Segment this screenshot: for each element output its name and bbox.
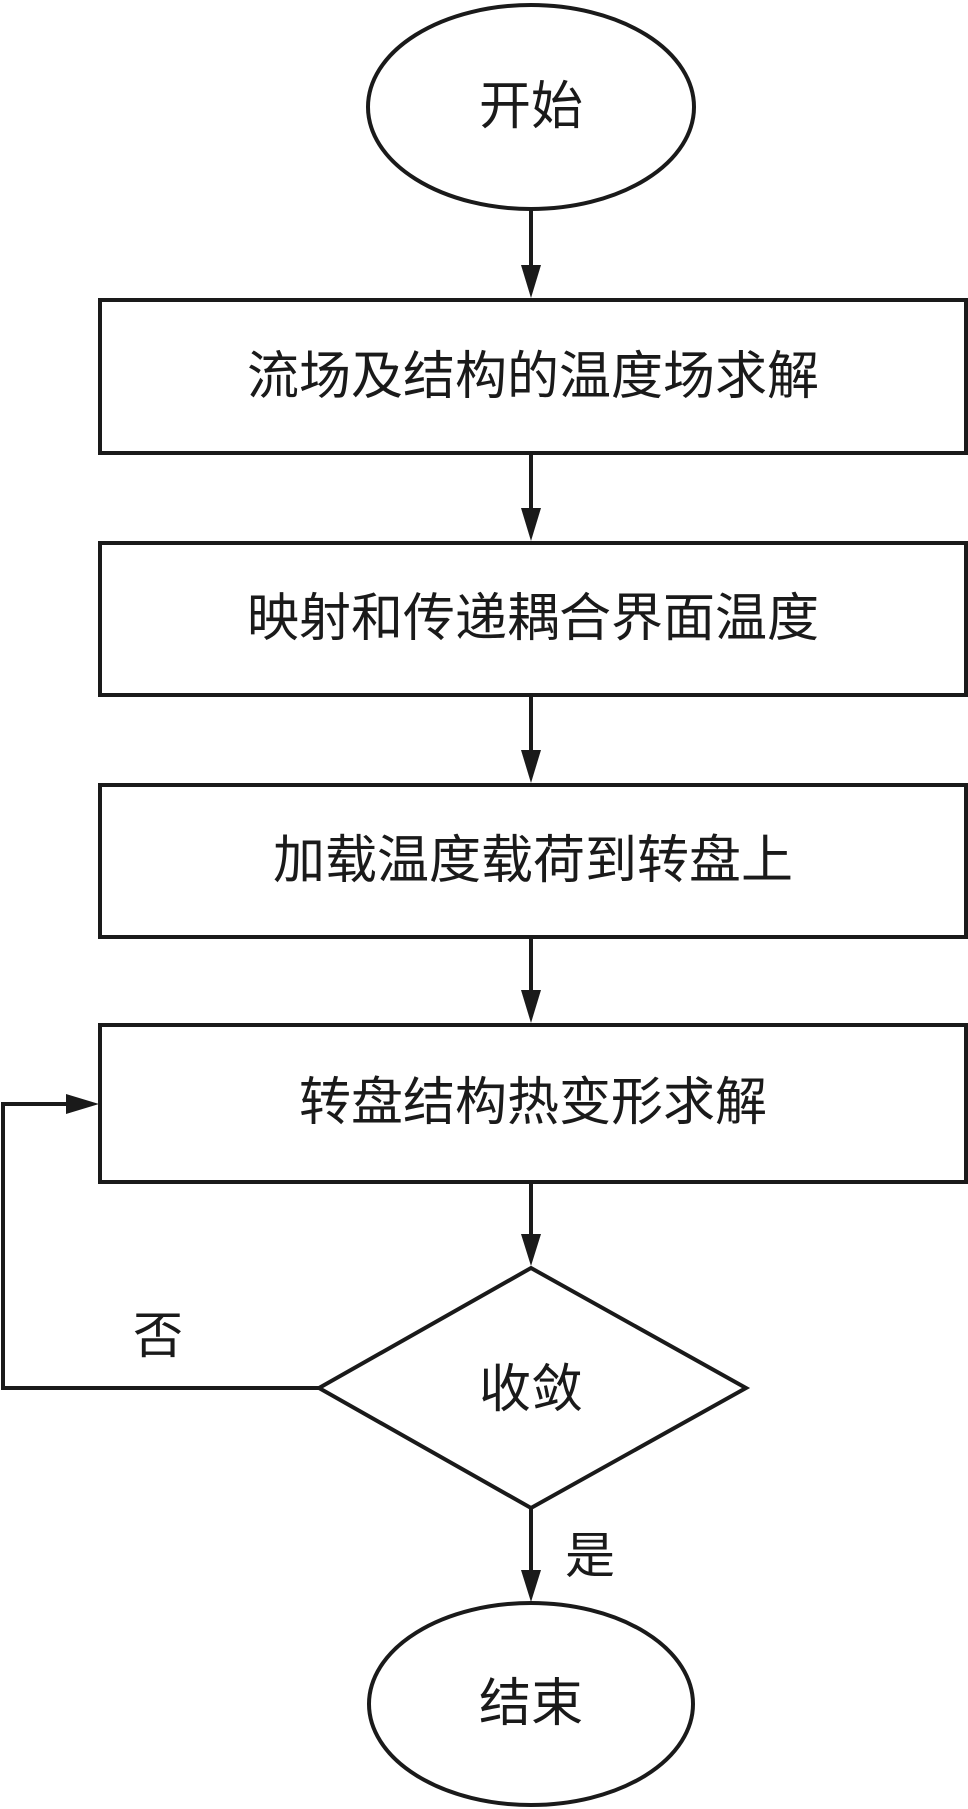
step1-label: 流场及结构的温度场求解	[247, 347, 819, 407]
no-branch-label: 否	[133, 1307, 183, 1365]
start-node: 开始	[366, 3, 696, 211]
arrow-step3-to-step4	[521, 937, 541, 1023]
arrow-start-to-step1	[521, 209, 541, 298]
process-step-4: 转盘结构热变形求解	[98, 1023, 968, 1184]
arrow-step1-to-step2	[521, 453, 541, 541]
arrow-step2-to-step3	[521, 695, 541, 783]
step3-label: 加载温度载荷到转盘上	[273, 831, 793, 891]
arrow-no-loop-back	[1, 1094, 319, 1390]
process-step-3: 加载温度载荷到转盘上	[98, 783, 968, 939]
yes-branch-label: 是	[565, 1527, 615, 1585]
process-step-2: 映射和传递耦合界面温度	[98, 541, 968, 697]
start-label: 开始	[479, 77, 583, 137]
decision-label: 收敛	[479, 1360, 583, 1420]
step2-label: 映射和传递耦合界面温度	[247, 589, 819, 649]
decision-node: 收敛	[314, 1265, 751, 1511]
process-step-1: 流场及结构的温度场求解	[98, 298, 968, 455]
arrow-yes-to-end	[521, 1508, 541, 1602]
arrow-step4-to-decision	[521, 1182, 541, 1266]
end-node: 结束	[367, 1601, 695, 1807]
end-label: 结束	[479, 1674, 583, 1734]
step4-label: 转盘结构热变形求解	[299, 1073, 767, 1133]
